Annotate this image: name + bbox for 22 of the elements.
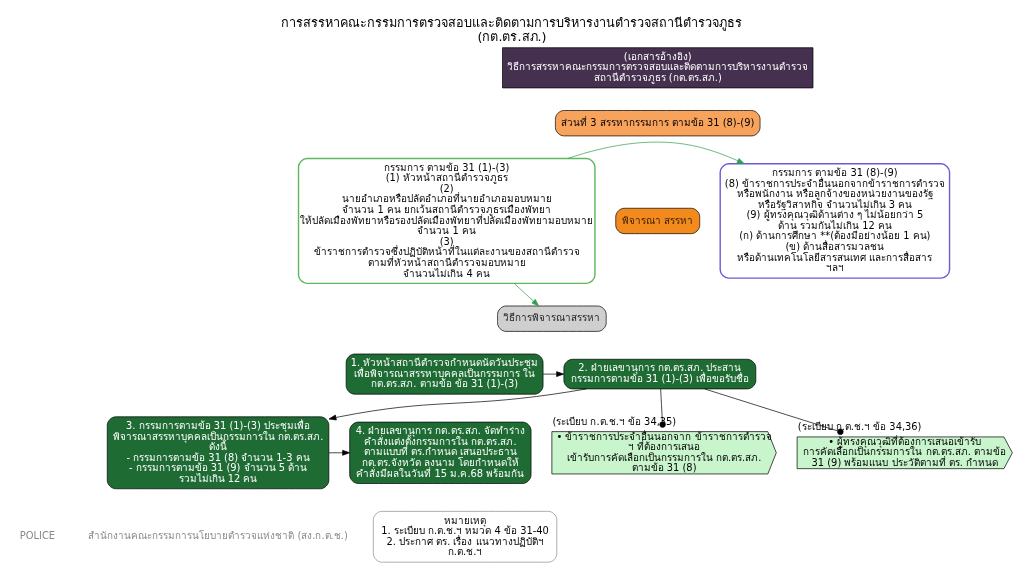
node-box: 4. ฝ่ายเลขานุการ กต.ตร.สภ. จัดทำร่าง คำสั่งแต่งตั้งกรรมการใน กต.ตร.สภ. ตามแบบที่ ตร.กำหนด เสนอประธาน กต.ตร.จังหวัด ลงนาม โดยกำหนดให้ คำสั่งมีผลในวันที่ 15 ม.ค.68 พร้อมกัน	[349, 421, 532, 484]
arrow	[567, 141, 745, 165]
node-box: 1. หัวหน้าสถานีตำรวจกำหนดนัดวันประชุม เพื่อพิจารณาสรรหาบุคคลเป็นกรรมการ ใน กต.ตร.สภ. ตามข้อ ข้อ 31 (1)-(3)	[345, 353, 544, 395]
node-box: พิจารณา สรรหา	[615, 207, 701, 234]
arrow	[542, 371, 565, 377]
arrow	[328, 449, 350, 456]
diagram-title: การสรรหาคณะกรรมการตรวจสอบและติดตามการบริหารงานตำรวจสถานีตำรวจภูธร (กต.ตร.สภ.)	[281, 14, 743, 44]
arrow	[328, 388, 587, 421]
node-box: หมายเหตุ 1. ระเบียบ ก.ต.ช.ฯ หมวด 4 ข้อ 31-40 2. ประกาศ ตร. เรื่อง แนวทางปฏิบัติฯ ก.ต.ช.ฯ	[372, 511, 558, 563]
node-label: (ระเบียบ ก.ต.ช.ฯ ข้อ 34,36)	[797, 420, 922, 432]
label: สำนักงานคณะกรรมการนโยบายตำรวจแห่งชาติ (สง.ก.ต.ช.)	[88, 530, 348, 542]
node-box: กรรมการ ตามข้อ 31 (8)-(9) (8) ข้าราชการประจำอื่นนอกจากข้าราชการตำรวจ หรือพนักงาน หรือลูกจ้างของหน่วยงานของรัฐ หรือรัฐวิสาหกิจ จำนวนไม่เกิน 3 คน (9) ผู้ทรงคุณวุฒิด้านต่าง ๆ ไม่น้อยกว่า 5 ด้าน รวมกันไม่เกิน 12 คน (ก) ด้านการศึกษา **(ต้องมีอย่างน้อย 1 คน) (ข) ด้านสื่อสารมวลชน หรือด้านเทคโนโลยีสารสนเทศ และการสื่อสาร ฯลฯ	[719, 163, 951, 279]
node-box: วิธีการพิจารณาสรรหา	[497, 305, 607, 332]
arrow	[513, 283, 540, 307]
node-box: กรรมการ ตามข้อ 31 (1)-(3) (1) หัวหน้าสถานีตำรวจภูธร (2) นายอำเภอหรือปลัดอำเภอที่นายอำเภอมอบหมาย จำนวน 1 คน ยกเว้นสถานีตำรวจภูธรเมืองพัทยา ให้ปลัดเมืองพัทยาหรือรองปลัดเมืองพัทยาที่ปลัดเมืองพัทยามอบหมาย จำนวน 1 คน (3) ข้าราชการตำรวจซึ่งปฏิบัติหน้าที่ในแต่ละงานของสถานีตำรวจ ตามที่หัวหน้าสถานีตำรวจมอบหมาย จำนวนไม่เกิน 4 คน	[297, 157, 596, 285]
connector	[659, 388, 666, 428]
connector	[704, 388, 844, 435]
node-box: ส่วนที่ 3 สรรหากรรมการ ตามข้อ 31 (8)-(9)	[555, 110, 761, 137]
node-box: (เอกสารอ้างอิง) วิธีการสรรหาคณะกรรมการตรวจสอบและติดตามการบริหารงานตำรวจ สถานีตำรวจภูธร (กต.ตร.สภ.)	[502, 47, 814, 89]
node-box: 3. กรรมการตามข้อ 31 (1)-(3) ประชุมเพื่อ พิจารณาสรรหาบุคคลเป็นกรรมการใน กต.ตร.สภ. ดังนี้ - กรรมการตามข้อ 31 (8) จำนวน 1-3 คน - กรรมการตามข้อ 31 (9) จำนวน 5 ด้าน รวมไม่เกิน 12 คน	[106, 416, 330, 490]
node-box: 2. ฝ่ายเลขานุการ กต.ตร.สภ. ประสาน กรรมการตามข้อ 31 (1)-(3) เพื่อขอรับชื่อ	[563, 358, 757, 390]
label: POLICE	[19, 530, 56, 542]
